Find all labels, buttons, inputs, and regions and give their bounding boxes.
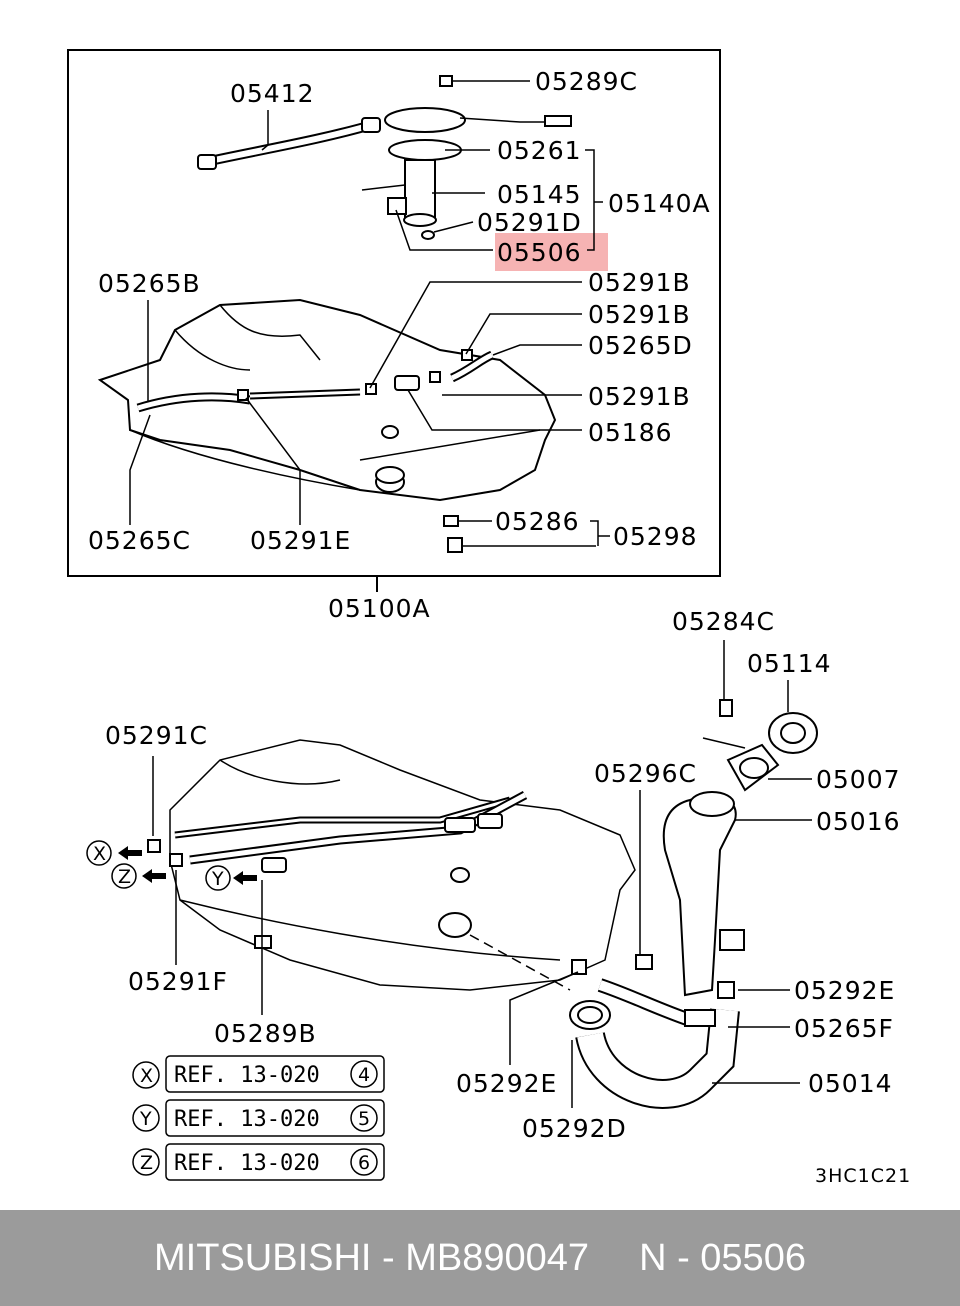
label-05291E-upper[interactable]: 05291E [250, 526, 351, 555]
footer-ref-label: N - 05506 [639, 1236, 806, 1279]
bracket-05286 [443, 515, 459, 527]
filler-neck [569, 699, 818, 1109]
label-05265D[interactable]: 05265D [588, 331, 693, 360]
label-05265F[interactable]: 05265F [794, 1014, 894, 1043]
parts-diagram: 05412 05289C 05261 05145 05140A 05291D 0… [67, 49, 911, 1187]
highlight-box [495, 233, 608, 271]
ref-num-y: 5 [358, 1108, 371, 1130]
label-05289C[interactable]: 05289C [535, 67, 638, 96]
label-05100A[interactable]: 05100A [328, 594, 431, 623]
label-05296C[interactable]: 05296C [594, 759, 697, 788]
fuel-tank-lower [147, 739, 636, 991]
tank-assembly-frame [67, 49, 721, 577]
label-05291B-3[interactable]: 05291B [588, 382, 691, 411]
label-05016[interactable]: 05016 [816, 807, 901, 836]
ref-letter-z: Z [140, 1152, 154, 1174]
label-05014[interactable]: 05014 [808, 1069, 893, 1098]
label-05007[interactable]: 05007 [816, 765, 901, 794]
label-05412[interactable]: 05412 [230, 79, 315, 108]
marker-x: X [93, 843, 107, 865]
label-05292E-right[interactable]: 05292E [794, 976, 895, 1005]
label-05506[interactable]: 05506 [497, 238, 582, 267]
ref-num-z: 6 [358, 1152, 371, 1174]
label-05291F[interactable]: 05291F [128, 967, 228, 996]
label-05291B-1[interactable]: 05291B [588, 268, 691, 297]
reference-legend [132, 1055, 385, 1181]
ref-text-x[interactable]: REF. 13-020 [174, 1063, 320, 1088]
label-05265C[interactable]: 05265C [88, 526, 191, 555]
lower-leaders [152, 640, 812, 1108]
ref-text-z[interactable]: REF. 13-020 [174, 1151, 320, 1176]
label-05265B[interactable]: 05265B [98, 269, 201, 298]
label-05114[interactable]: 05114 [747, 649, 832, 678]
ref-letter-y: Y [139, 1108, 153, 1130]
fuel-tank-upper [97, 298, 557, 502]
upper-leaders [129, 80, 610, 547]
label-05291D[interactable]: 05291D [477, 208, 582, 237]
drawing-code: 3HC1C21 [815, 1165, 911, 1187]
label-05289B[interactable]: 05289B [214, 1019, 317, 1048]
ref-num-x: 4 [358, 1064, 371, 1086]
ref-text-y[interactable]: REF. 13-020 [174, 1107, 320, 1132]
hose-05412 [197, 117, 381, 170]
footer-separator: - [371, 1236, 406, 1279]
label-05291C[interactable]: 05291C [105, 721, 208, 750]
label-05286[interactable]: 05286 [495, 507, 580, 536]
marker-z: Z [118, 866, 132, 888]
label-05291B-2[interactable]: 05291B [588, 300, 691, 329]
marker-y: Y [211, 868, 225, 890]
label-05284C[interactable]: 05284C [672, 607, 775, 636]
label-05140A[interactable]: 05140A [608, 189, 711, 218]
label-05261[interactable]: 05261 [497, 136, 582, 165]
label-05292E-left[interactable]: 05292E [456, 1069, 557, 1098]
flow-markers [86, 840, 257, 891]
footer-brand: MITSUBISHI [154, 1236, 372, 1279]
fuel-pump-module [361, 75, 572, 240]
footer-part-number[interactable]: MB890047 [405, 1236, 590, 1279]
label-05186[interactable]: 05186 [588, 418, 673, 447]
bracket-05298 [447, 537, 463, 553]
label-05145[interactable]: 05145 [497, 180, 582, 209]
part-info-footer: MITSUBISHI - MB890047 N - 05506 [0, 1210, 960, 1306]
label-05298[interactable]: 05298 [613, 522, 698, 551]
ref-letter-x: X [140, 1065, 154, 1087]
label-05292D[interactable]: 05292D [522, 1114, 627, 1143]
